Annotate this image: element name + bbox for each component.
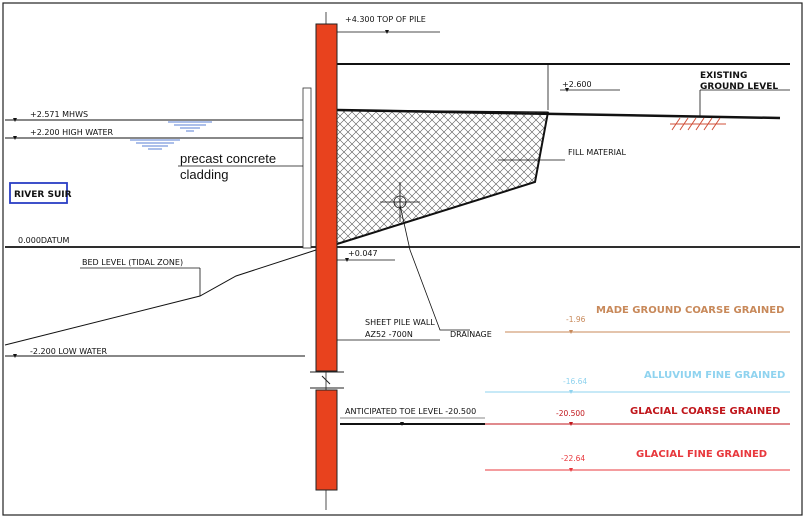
level-markers [13,30,569,426]
label-drainage: DRAINAGE [450,330,492,339]
stratum-level-glacial-coarse: -20.500 [556,409,585,418]
fill-material-zone [336,109,549,245]
label-datum: 0.000DATUM [18,236,70,245]
label-fill: FILL MATERIAL [568,148,627,157]
stratum-level-alluvium: -16.64 [563,377,587,386]
leader-drainage [399,204,470,331]
strata-level-markers [569,330,573,472]
label-river: RIVER SUIR [14,190,72,200]
pile-break-mark [310,371,344,389]
stratum-name-glacial-fine: GLACIAL FINE GRAINED [636,449,767,460]
label-sheet-pile-1: SHEET PILE WALL [365,318,435,327]
ground-hatch-marks [670,117,726,131]
fill-slope-line [336,111,549,245]
stratum-level-made-ground: -1.96 [566,315,586,324]
label-sheet-pile-2: AZ52 -700N [365,330,413,339]
label-cladding-2: cladding [180,167,228,182]
water-symbol-1 [168,121,212,132]
label-existing-2: GROUND LEVEL [700,82,778,92]
river-label-box [9,182,68,204]
stratum-name-glacial-coarse: GLACIAL COARSE GRAINED [630,406,780,417]
label-toe: ANTICIPATED TOE LEVEL -20.500 [345,407,476,416]
sheet-pile-lower [315,389,338,491]
label-mhws: +2.571 MHWS [30,110,88,119]
existing-ground-line [336,108,781,120]
water-symbol-2 [130,139,180,150]
label-low-water: -2.200 LOW WATER [30,347,108,356]
label-0047: +0.047 [348,249,378,258]
label-existing-1: EXISTING [700,71,747,81]
drainage-symbol [380,182,420,222]
stratum-name-made-ground: MADE GROUND COARSE GRAINED [596,305,784,316]
stratum-level-glacial-fine: -22.64 [561,454,585,463]
bed-level-line [4,249,317,346]
stratum-name-alluvium: ALLUVIUM FINE GRAINED [644,370,785,381]
label-bed: BED LEVEL (TIDAL ZONE) [82,258,183,267]
label-high-water: +2.200 HIGH WATER [30,128,114,137]
sheet-pile [315,23,338,372]
label-cladding-1: precast concrete [180,151,276,166]
label-2600: +2.600 [562,80,592,89]
cladding-panel [302,87,312,249]
label-top-of-pile: +4.300 TOP OF PILE [345,15,426,24]
